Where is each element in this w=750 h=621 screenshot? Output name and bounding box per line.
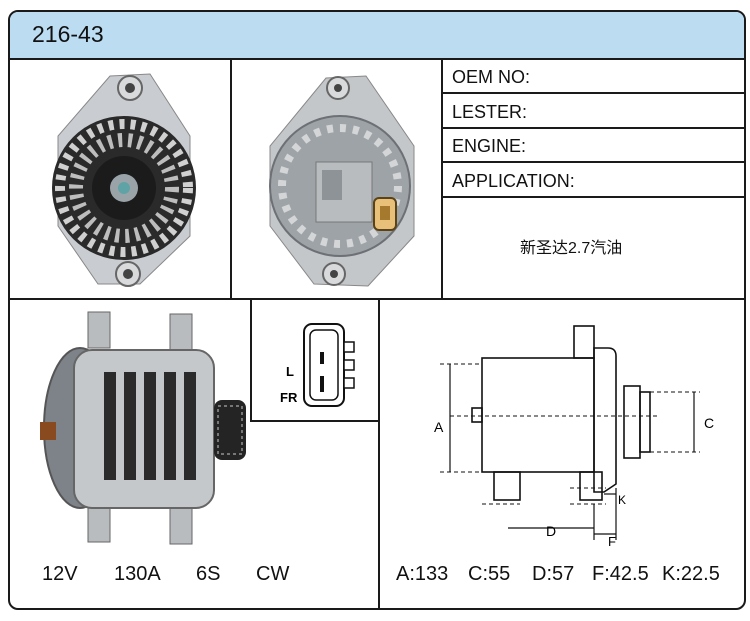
spec-pulley: 6S [196, 563, 221, 585]
drawing-label-c: C [704, 415, 714, 431]
info-row-divider [441, 196, 744, 198]
lester-label: LESTER: [452, 102, 528, 122]
vertical-divider-main [378, 300, 380, 608]
dimension-c: C:55 [468, 563, 511, 585]
info-row-divider [441, 92, 744, 94]
connector-label-l: L [286, 364, 294, 379]
info-row-divider [441, 161, 744, 163]
spec-rotation: CW [256, 563, 290, 585]
spec-amperage: 130A [114, 563, 161, 585]
drawing-label-a: A [434, 419, 444, 435]
dimension-d: D:57 [532, 563, 575, 585]
product-spec-card: 216-43 OEM NO: LESTER: ENGINE: APPLICATI… [8, 10, 746, 610]
part-number-title: 216-43 [32, 21, 104, 47]
dimension-k: K:22.5 [662, 563, 720, 585]
vertical-divider-top-left [230, 58, 232, 300]
engine-label: ENGINE: [452, 136, 527, 156]
drawing-label-d: D [546, 523, 556, 539]
title-bar: 216-43 [10, 12, 744, 60]
application-label: APPLICATION: [452, 171, 575, 191]
application-value: 新圣达2.7汽油 [520, 240, 623, 257]
drawing-label-f: F [608, 534, 616, 548]
connector-box-bottom [250, 420, 380, 422]
alternator-side-photo [40, 311, 246, 545]
dimension-f: F:42.5 [592, 563, 649, 585]
alternator-rear-photo [269, 75, 415, 287]
connector-diagram: L FR [280, 323, 355, 407]
info-row-divider [441, 127, 744, 129]
spec-voltage: 12V [42, 563, 78, 585]
connector-label-fr: FR [280, 390, 298, 405]
connector-box-left [250, 300, 252, 422]
oem-no-label: OEM NO: [452, 67, 531, 87]
dimension-drawing: A C D K F [434, 325, 714, 548]
horizontal-divider-middle [10, 298, 744, 300]
vertical-divider-top-right [441, 58, 443, 300]
dimension-a: A:133 [396, 563, 449, 585]
drawing-label-k: K [618, 493, 626, 507]
alternator-front-photo [52, 73, 196, 287]
